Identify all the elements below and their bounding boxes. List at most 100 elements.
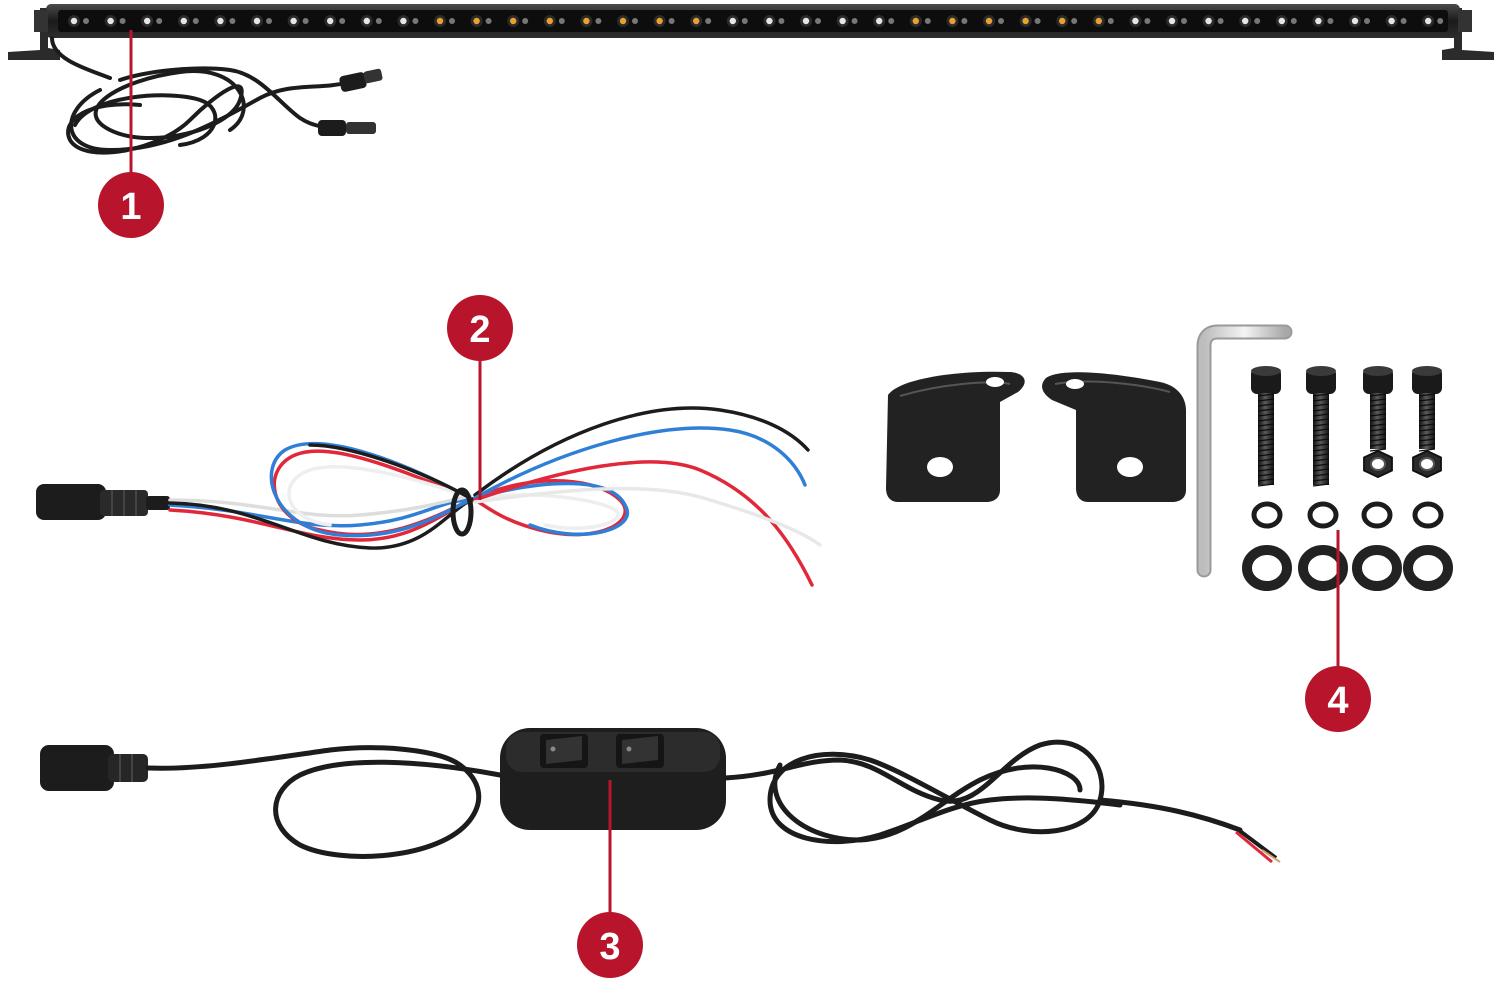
mounting-bracket-right <box>1042 372 1186 502</box>
led-chip-small <box>1254 18 1261 24</box>
svg-text:3: 3 <box>599 926 620 968</box>
led-chip-small <box>1144 18 1151 24</box>
led-chip <box>729 17 736 25</box>
led-chip-small <box>412 18 419 24</box>
led-chip-small <box>1400 18 1407 24</box>
led-chip-small <box>632 18 638 24</box>
led-chip <box>436 17 444 25</box>
led-chip <box>180 17 187 25</box>
led-chip <box>1205 17 1212 25</box>
led-chip-small <box>1290 18 1297 24</box>
led-chip <box>802 17 810 25</box>
mounting-hardware <box>886 324 1453 591</box>
flat-washer-icon <box>1352 545 1402 591</box>
led-chip-small <box>998 18 1004 24</box>
led-chip-small <box>1327 18 1334 24</box>
led-chip <box>1351 17 1359 25</box>
mounting-bracket-left <box>886 371 1025 502</box>
led-chip <box>583 17 590 25</box>
flat-washer-icon <box>1403 545 1453 591</box>
led-chip <box>1132 17 1139 25</box>
led-chip-small <box>668 18 675 24</box>
led-chip-small <box>119 18 126 24</box>
callout-3: 3 <box>577 912 643 978</box>
led-chip-small <box>485 18 492 24</box>
led-chip-small <box>815 18 821 24</box>
led-chip-small <box>1071 18 1078 24</box>
switch-cable <box>40 728 1281 864</box>
led-chip <box>510 17 517 25</box>
led-chip <box>546 17 553 25</box>
wiring-harness-pigtail <box>36 406 822 587</box>
nuts <box>1363 449 1442 479</box>
led-chip <box>1059 17 1066 25</box>
led-row <box>68 15 1444 27</box>
led-chip <box>363 17 370 25</box>
led-chip-small <box>156 18 163 24</box>
led-chip-small <box>1437 18 1444 24</box>
led-chip-small <box>851 18 858 24</box>
bolt-icon <box>1306 366 1336 487</box>
led-chip <box>876 17 883 25</box>
led-chip <box>1278 17 1286 25</box>
led-chip-small <box>741 18 748 24</box>
led-chip <box>693 17 700 25</box>
led-chip <box>912 17 919 25</box>
led-chip <box>107 17 114 25</box>
led-chip-small <box>1217 18 1224 24</box>
led-chip-small <box>888 18 895 24</box>
flat-washer-icon <box>1298 545 1348 591</box>
washers <box>1242 501 1453 591</box>
led-chip-small <box>961 18 968 24</box>
lock-washer-icon <box>1307 501 1339 529</box>
led-chip <box>1242 17 1249 25</box>
callout-2: 2 <box>447 295 513 361</box>
led-chip <box>985 17 993 25</box>
led-chip-small <box>302 18 309 24</box>
led-chip-small <box>339 18 346 24</box>
bolts <box>1251 366 1442 487</box>
led-chip-small <box>1181 18 1187 24</box>
light-bar-cable <box>50 36 352 155</box>
led-chip <box>839 17 846 25</box>
led-chip-small <box>705 18 712 24</box>
led-chip-small <box>778 18 785 24</box>
led-chip <box>1425 17 1432 25</box>
led-chip <box>400 17 407 25</box>
led-chip <box>619 17 627 25</box>
led-chip <box>144 17 151 25</box>
callout-4: 4 <box>1305 666 1371 732</box>
led-chip-small <box>1107 18 1114 24</box>
bolt-icon <box>1251 366 1281 487</box>
nut-icon <box>1363 449 1393 479</box>
svg-text:1: 1 <box>120 186 141 228</box>
led-chip-small <box>558 18 565 24</box>
lock-washer-icon <box>1412 501 1444 529</box>
hex-key <box>1196 324 1293 578</box>
flat-washer-icon <box>1242 545 1292 591</box>
led-chip-small <box>229 18 236 24</box>
lock-washer-icon <box>1361 501 1393 529</box>
svg-text:2: 2 <box>469 309 490 351</box>
led-chip <box>327 17 334 25</box>
led-chip <box>1388 17 1395 25</box>
led-chip <box>949 17 956 25</box>
led-chip-small <box>83 18 89 24</box>
lock-washer-icon <box>1251 501 1283 529</box>
led-chip-small <box>1034 18 1041 24</box>
led-chip <box>290 17 297 25</box>
svg-text:4: 4 <box>1327 680 1348 722</box>
led-chip <box>1315 17 1322 25</box>
led-light-bar <box>8 4 1494 60</box>
led-chip <box>656 17 663 25</box>
led-chip <box>766 17 773 25</box>
light-bar-connectors <box>318 68 383 136</box>
callout-1: 1 <box>98 172 164 238</box>
nut-icon <box>1412 449 1442 479</box>
led-chip-small <box>375 18 382 24</box>
led-chip-small <box>1364 18 1370 24</box>
led-chip <box>253 17 261 25</box>
led-chip <box>70 17 78 25</box>
bolt-icon <box>1412 366 1442 452</box>
led-chip-small <box>924 18 931 24</box>
